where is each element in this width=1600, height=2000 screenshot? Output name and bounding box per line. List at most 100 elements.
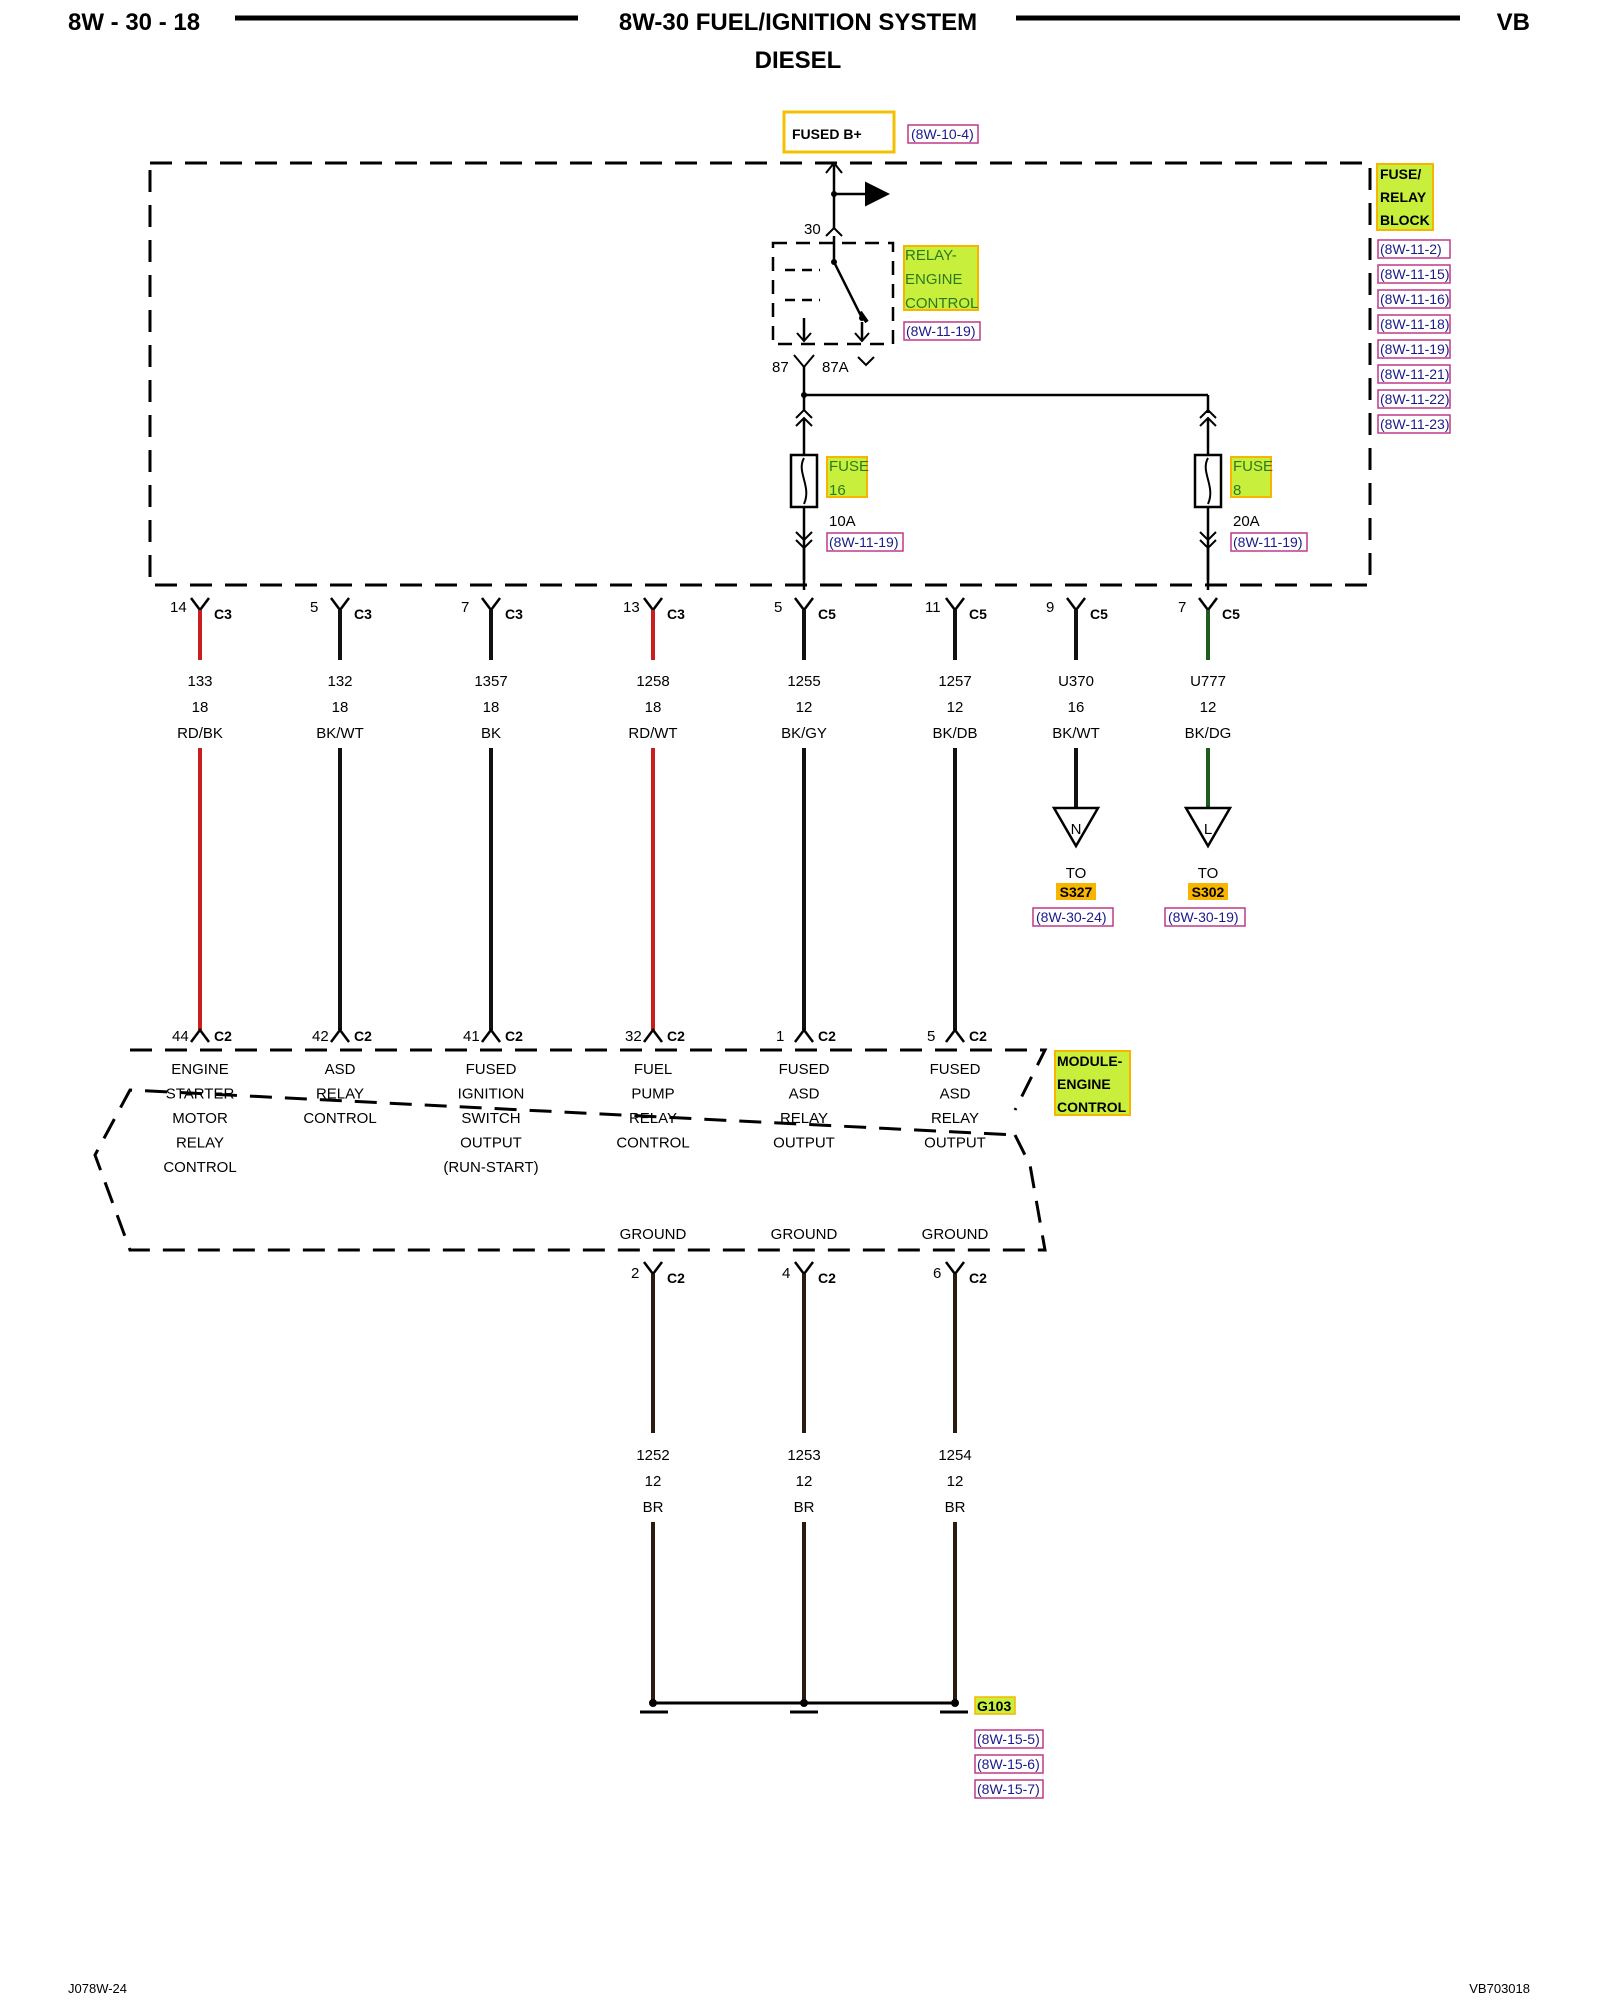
svg-text:16: 16 <box>829 482 846 499</box>
wire-color-code: BR <box>794 1499 815 1516</box>
connector-symbol <box>190 597 210 613</box>
svg-text:MODULE-: MODULE- <box>1057 1053 1123 1069</box>
pin-function-line: IGNITION <box>458 1086 525 1103</box>
ground-ref: (8W-15-5) <box>977 1731 1040 1747</box>
svg-text:8: 8 <box>1233 482 1241 499</box>
connector-id: C2 <box>214 1028 232 1044</box>
connector-id: C2 <box>818 1270 836 1286</box>
fuse-8-rating: 20A <box>1233 513 1260 530</box>
connector-symbol <box>1198 597 1218 613</box>
wire-color-code: RD/WT <box>628 725 677 742</box>
connector-id: C3 <box>354 606 372 622</box>
fuse-relay-block-refs: (8W-11-2) (8W-11-15) (8W-11-16) (8W-11-1… <box>1377 239 1451 434</box>
circuit-number: U370 <box>1058 673 1094 690</box>
connector-symbol <box>945 597 965 613</box>
relay-pin-87a: 87A <box>822 359 849 376</box>
wire-gauge: 18 <box>192 699 209 716</box>
splice-name-highlight <box>1188 883 1228 900</box>
svg-text:RELAY: RELAY <box>1380 189 1427 205</box>
connector-pin: 44 <box>172 1028 189 1045</box>
model-code: VB <box>1497 9 1530 36</box>
pin-function-line: SWITCH <box>461 1110 520 1127</box>
pin-function-line: CONTROL <box>303 1110 376 1127</box>
relay-ref: (8W-11-19) <box>906 323 976 339</box>
page-subtitle: DIESEL <box>755 47 842 74</box>
pin-function-line: RELAY <box>931 1110 979 1127</box>
ground-label: GROUND <box>620 1226 687 1243</box>
connector-pin: 1 <box>776 1028 784 1045</box>
ground-label: GROUND <box>922 1226 989 1243</box>
wire-color-code: BR <box>945 1499 966 1516</box>
connector-symbol <box>330 1027 350 1043</box>
connector-pin: 14 <box>170 599 187 616</box>
ground-label: GROUND <box>771 1226 838 1243</box>
splice-ref: (8W-30-24) <box>1036 909 1107 925</box>
relay-label: RELAY- ENGINE CONTROL <box>903 245 979 312</box>
fuse-16: FUSE 16 10A (8W-11-19) <box>789 408 904 580</box>
svg-text:FUSE/: FUSE/ <box>1380 166 1421 182</box>
connector-pin: 5 <box>774 599 782 616</box>
wire-color-code: BK/GY <box>781 725 827 742</box>
b-plus-feed: 30 <box>804 161 890 238</box>
pin-function-line: CONTROL <box>163 1159 236 1176</box>
power-source-label: FUSED B+ <box>792 126 862 142</box>
block-ref: (8W-11-21) <box>1380 366 1450 382</box>
wire-gauge: 12 <box>1200 699 1217 716</box>
pin-function-line: (RUN-START) <box>443 1159 538 1176</box>
splice-ref: (8W-30-19) <box>1168 909 1239 925</box>
connector-id: C3 <box>667 606 685 622</box>
splice-triangle <box>1183 806 1233 849</box>
relay-outputs: 87 87A <box>772 354 1210 413</box>
splice-to: TO <box>1198 865 1219 882</box>
pin-function-line: PUMP <box>631 1086 674 1103</box>
ground-point-g103: G103 (8W-15-5) (8W-15-6) (8W-15-7) <box>640 1696 1044 1799</box>
connector-id: C5 <box>818 606 836 622</box>
connector-pin: 5 <box>927 1028 935 1045</box>
ground-point-name: G103 <box>977 1698 1011 1714</box>
pin-function-line: MOTOR <box>172 1110 228 1127</box>
footer-right: VB703018 <box>1469 1981 1530 1996</box>
wire-color-code: RD/BK <box>177 725 223 742</box>
ground-ref: (8W-15-6) <box>977 1756 1040 1772</box>
pin-function-line: FUEL <box>634 1061 672 1078</box>
splice-letter: L <box>1204 821 1212 838</box>
pin-function-line: FUSED <box>779 1061 830 1078</box>
fuse-relay-block-label: FUSE/ RELAY BLOCK <box>1376 163 1434 231</box>
connector-pin: 7 <box>461 599 469 616</box>
connector-symbol <box>481 597 501 613</box>
connector-symbol <box>643 1027 663 1043</box>
power-source-box <box>782 110 896 154</box>
power-ref: (8W-10-4) <box>911 126 974 142</box>
svg-text:CONTROL: CONTROL <box>1057 1099 1127 1115</box>
page-header: 8W - 30 - 18 8W-30 FUEL/IGNITION SYSTEM … <box>68 9 1530 74</box>
wire-gauge: 18 <box>645 699 662 716</box>
pin-function-line: ASD <box>940 1086 971 1103</box>
pin-function-line: RELAY <box>316 1086 364 1103</box>
circuit-number: 1255 <box>787 673 820 690</box>
connector-symbol <box>643 1261 663 1277</box>
svg-text:RELAY-: RELAY- <box>905 247 957 264</box>
pin-function-line: RELAY <box>780 1110 828 1127</box>
ground-ref: (8W-15-7) <box>977 1781 1040 1797</box>
fuse-16-rating: 10A <box>829 513 856 530</box>
connector-id: C2 <box>969 1270 987 1286</box>
splice-ref-box <box>1032 907 1114 927</box>
block-ref: (8W-11-19) <box>1380 341 1450 357</box>
pin-function-line: OUTPUT <box>460 1135 522 1152</box>
page-title: 8W-30 FUEL/IGNITION SYSTEM <box>619 9 977 36</box>
